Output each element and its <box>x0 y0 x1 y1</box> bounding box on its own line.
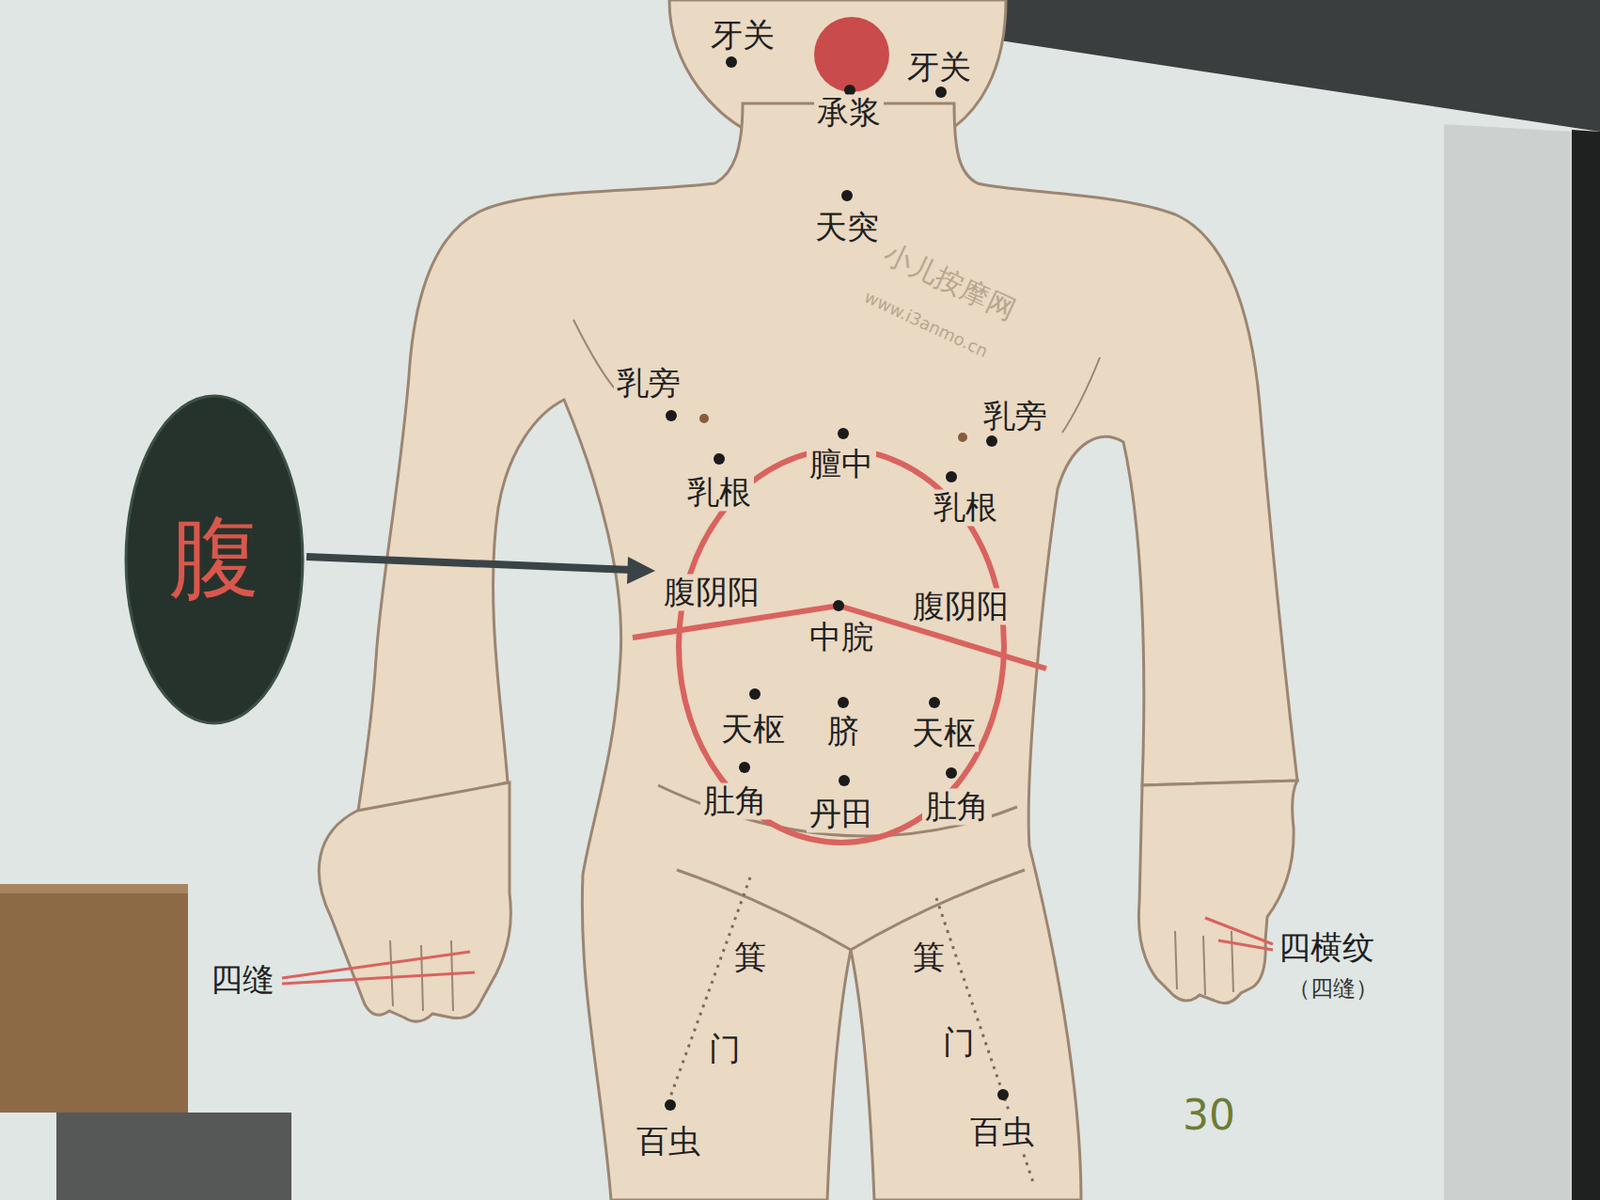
acupoint-label: 乳根 <box>930 488 1001 526</box>
acupoint-label: 膻中 <box>806 445 877 483</box>
acupoint-label: 承浆 <box>814 94 884 131</box>
topic-oval: 腹 <box>124 393 305 725</box>
acupoint-label: 脐 <box>824 712 863 750</box>
jimen-line <box>668 877 751 1102</box>
screen-frame <box>1571 129 1600 1200</box>
acupoint-label: 牙关 <box>707 16 778 54</box>
leader-line <box>1205 917 1273 950</box>
acupoint-label: 丹田 <box>806 795 877 832</box>
acupoint-label: 牙关 <box>904 48 974 86</box>
screen-shade <box>1443 124 1572 1200</box>
groin-line <box>676 869 1025 950</box>
acupoint-label: 四横纹 <box>1275 928 1378 966</box>
acupoint-label: 天突 <box>812 208 882 246</box>
acupoint-label: 四缝 <box>207 960 278 998</box>
acupoint-label: 乳旁 <box>980 397 1051 435</box>
acupoint-label: 百虫 <box>633 1122 704 1160</box>
nipple-dot <box>699 413 709 424</box>
acupoint-label: 肚角 <box>700 782 770 819</box>
acupoint-label: 乳根 <box>684 473 754 511</box>
abdomen-circle <box>678 449 1004 843</box>
leader-line <box>282 951 475 984</box>
desk-box <box>56 1112 292 1200</box>
mouth <box>814 16 890 93</box>
nipple-dot <box>957 432 968 442</box>
acupoint-label: 箕 <box>909 938 948 975</box>
acupoint-label: 腹阴阳 <box>909 587 1012 625</box>
acupoint-label: 天枢 <box>909 714 979 752</box>
lectern-edge <box>0 883 189 894</box>
acupoint-label: 肚角 <box>922 787 992 825</box>
acupoint-label: 腹阴阳 <box>660 573 763 611</box>
topic-text: 腹 <box>124 393 305 725</box>
acupoint-label: 中脘 <box>806 618 877 656</box>
pointer-arrow <box>306 556 632 570</box>
acupoint-label: 天枢 <box>718 710 788 748</box>
pointer-arrowhead <box>627 556 656 584</box>
acupoint-label: 箕 <box>731 938 769 975</box>
screen-top-edge <box>733 0 1600 132</box>
acupoint-label: 百虫 <box>967 1113 1037 1150</box>
page-number: 30 <box>1179 1091 1239 1140</box>
left-hand <box>318 782 511 1021</box>
body-outline <box>357 103 1298 1200</box>
lectern <box>0 883 189 1113</box>
acupoint-label: 乳旁 <box>613 364 684 402</box>
acupoint-label: （四缝） <box>1285 975 1381 1003</box>
acupoint-label: 门 <box>705 1030 744 1067</box>
acupoint-label: 门 <box>940 1023 978 1061</box>
right-hand <box>1138 780 1298 1004</box>
